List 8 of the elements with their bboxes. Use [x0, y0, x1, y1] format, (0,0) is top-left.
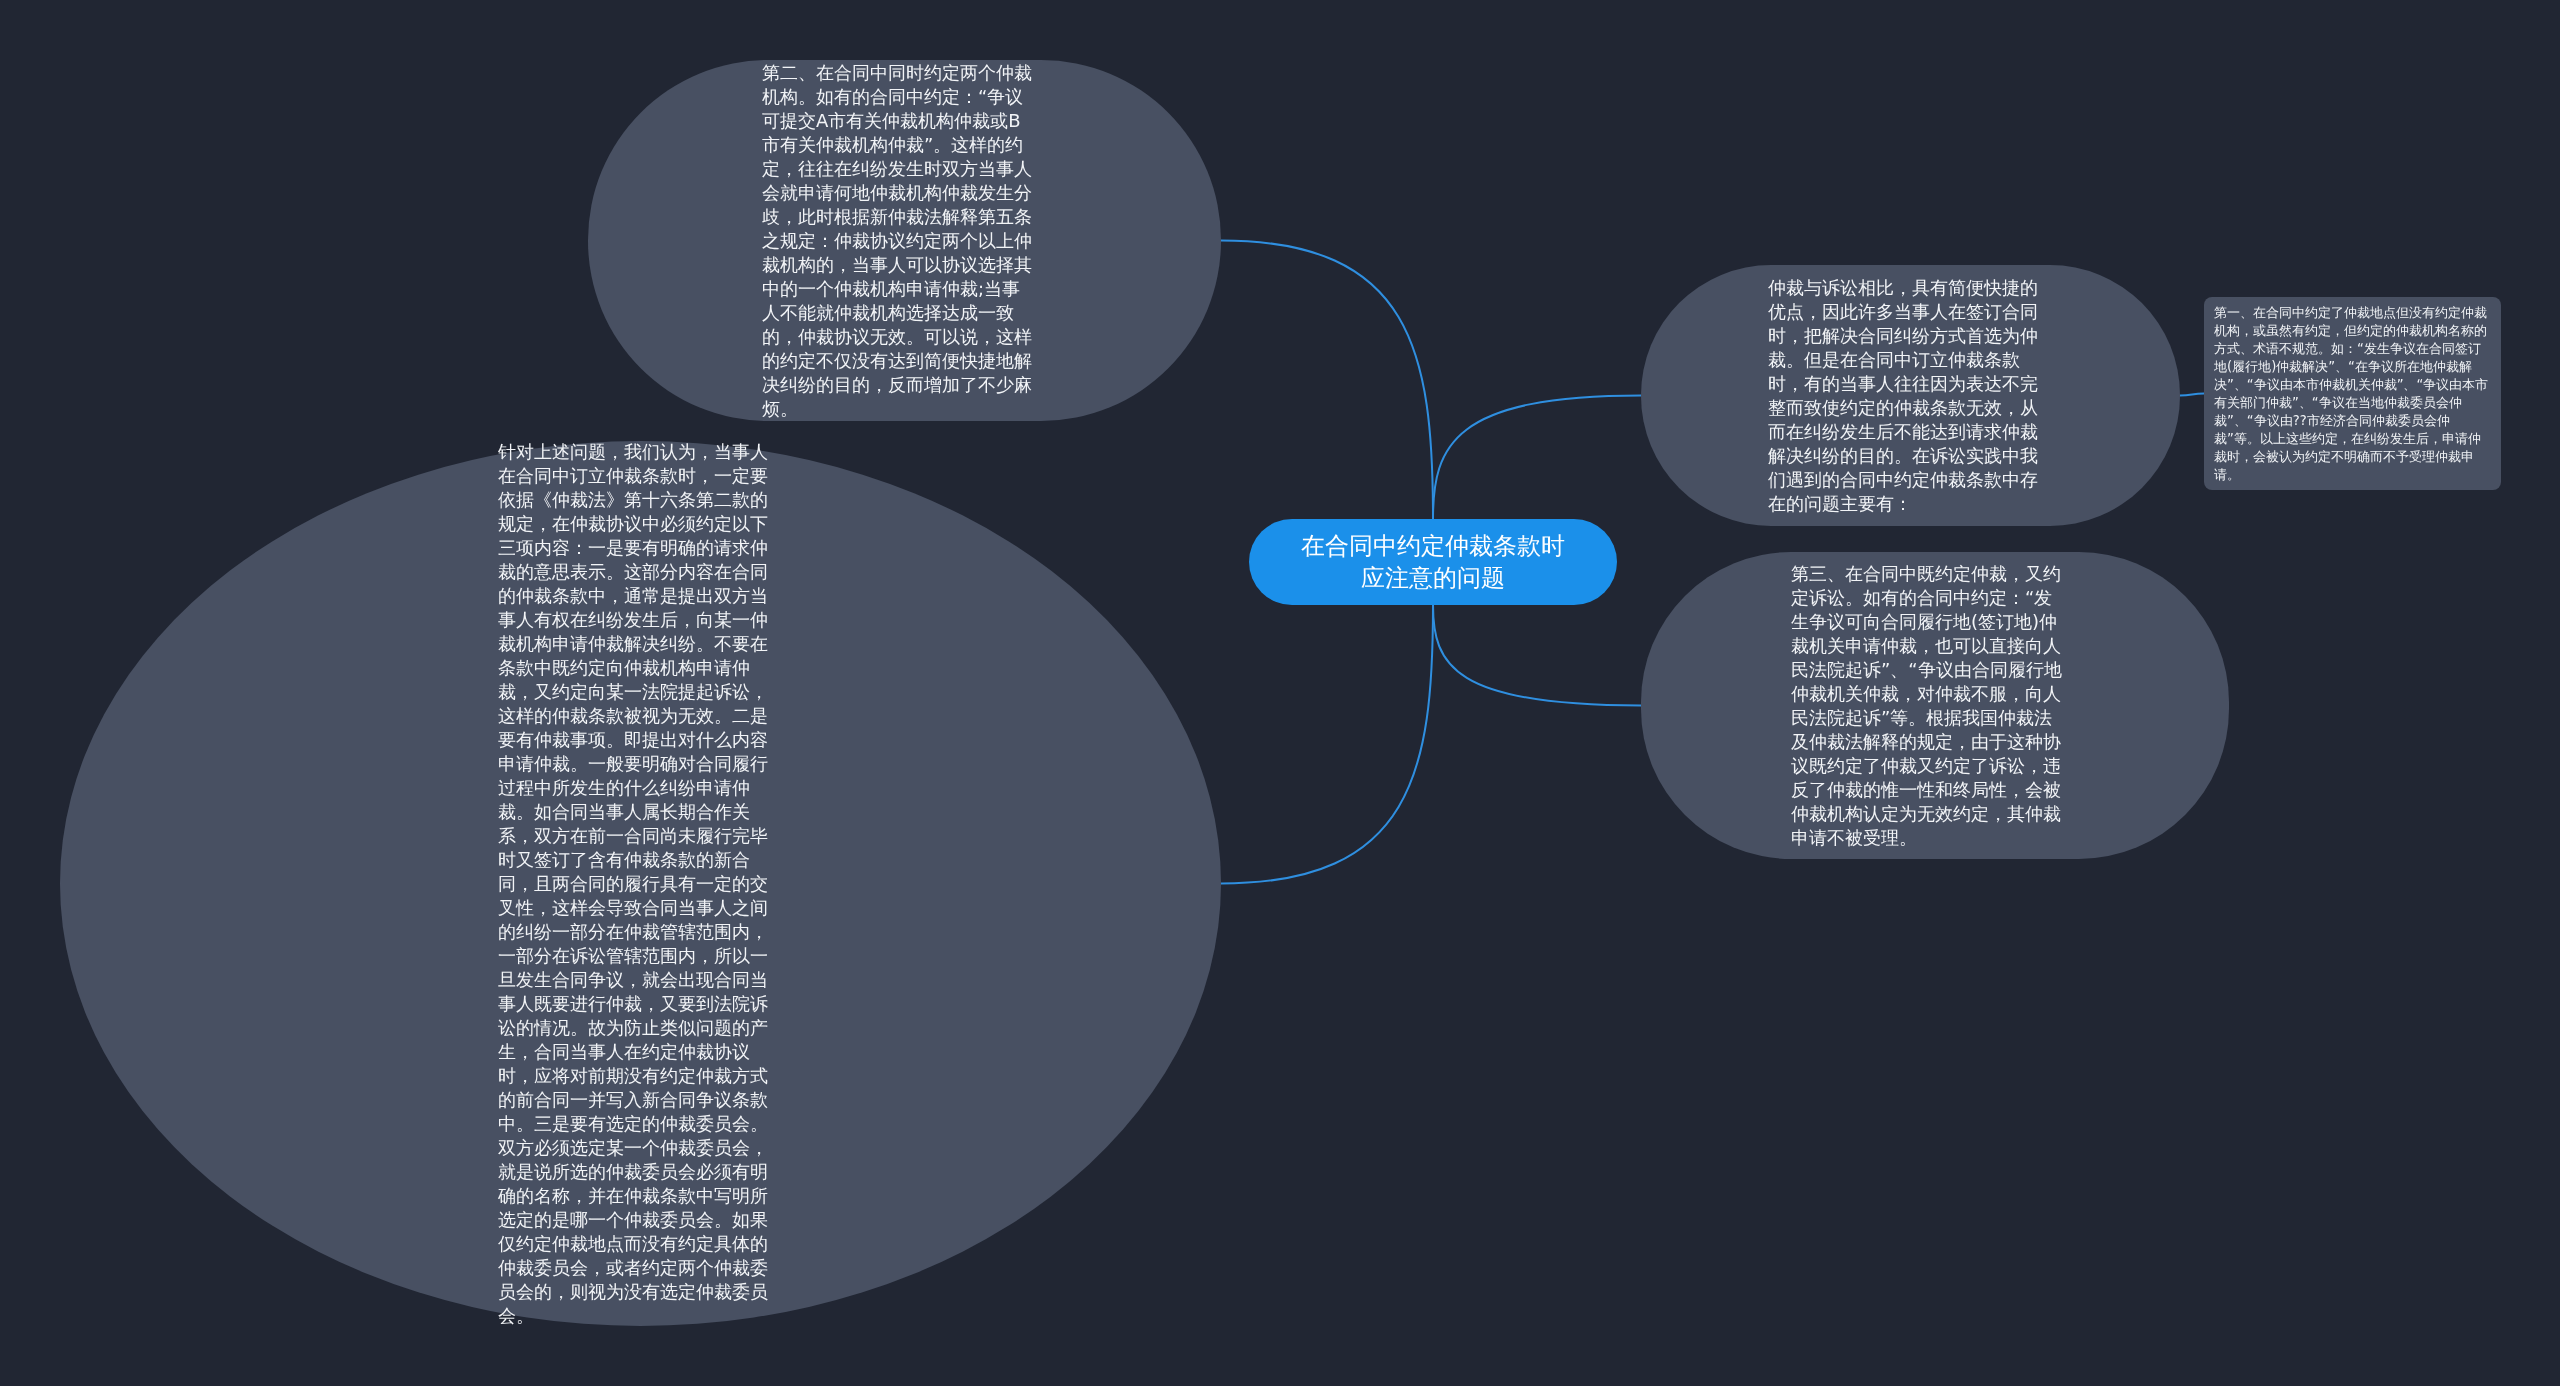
topic-text: 第二、在合同中同时约定两个仲裁机构。如有的合同中约定：“争议可提交A市有关仲裁机构仲裁或B市有关仲裁机构仲裁”。这样的约定，往往在纠纷发生时双方当事人会就申请何地仲裁机构仲裁发生分歧，此时根据新仲裁法解释第五条之规定：仲裁协议约定两个以上仲裁机构的，当事人可以协议选择其中的一个仲裁机构申请仲裁;当事人不能就仲裁机构选择达成一致的，仲裁协议无效。可以说，这样的约定不仅没有达到简便快捷地解决纠纷的目的，反而增加了不少麻烦。 [762, 61, 1033, 421]
connector-line [1432, 604, 1642, 707]
subtopic-text: 第一、在合同中约定了仲裁地点但没有约定仲裁机构，或虽然有约定，但约定的仲裁机构名称的方式、术语不规范。如：“发生争议在合同签订地(履行地)仲裁解决”、“在争议所在地仲裁解决”、“争议由本市仲裁机关仲裁”、“争议由本市有关部门仲裁”、“争议在当地仲裁委员会仲裁”、“争议由??市经济合同仲裁委员会仲裁”等。以上这些约定，在纠纷发生后，申请仲裁时，会被认为约定不明确而不予受理仲裁申请。 [2214, 304, 2490, 484]
topic-text: 仲裁与诉讼相比，具有简便快捷的优点，因此许多当事人在签订合同时，把解决合同纠纷方式首选为仲裁。但是在合同中订立仲裁条款时，有的当事人往往因为表达不完整而致使约定的仲裁条款无效，从而在纠纷发生后不能达到请求仲裁解决纠纷的目的。在诉讼实践中我们遇到的合同中约定仲裁条款中存在的问题主要有： [1768, 276, 2039, 516]
topic-text: 针对上述问题，我们认为，当事人在合同中订立仲裁条款时，一定要依据《仲裁法》第十六条第二款的规定，在仲裁协议中必须约定以下三项内容：一是要有明确的请求仲裁的意思表示。这部分内容在合同的仲裁条款中，通常是提出双方当事人有权在纠纷发生后，向某一仲裁机构申请仲裁解决纠纷。不要在条款中既约定向仲裁机构申请仲裁，又约定向某一法院提起诉讼，这样的仲裁条款被视为无效。二是要有仲裁事项。即提出对什么内容申请仲裁。一般要明确对合同履行过程中所发生的什么纠纷申请仲裁。如合同当事人属长期合作关系，双方在前一合同尚未履行完毕时又签订了含有仲裁条款的新合同，且两合同的履行具有一定的交叉性，这样会导致合同当事人之间的纠纷一部分在仲裁管辖范围内，一部分在诉讼管辖范围内，所以一旦发生合同争议，就会出现合同当事人既要进行仲裁，又要到法院诉讼的情况。故为防止类似问题的产生，合同当事人在约定仲裁协议时，应将对前期没有约定仲裁方式的前合同一并写入新合同争议条款中。三是要有选定的仲裁委员会。双方必须选定某一个仲裁委员会，就是说所选的仲裁委员会必须有明确的名称，并在仲裁条款中写明所选定的是哪一个仲裁委员会。如果仅约定仲裁地点而没有约定具体的仲裁委员会，或者约定两个仲裁委员会的，则视为没有选定仲裁委员会。 [498, 440, 769, 1328]
connector-line [2179, 392, 2205, 397]
topic-text: 第三、在合同中既约定仲裁，又约定诉讼。如有的合同中约定：“发生争议可向合同履行地(签订地)仲裁机关申请仲裁，也可以直接向人民法院起诉”、“争议由合同履行地仲裁机关仲裁，对仲裁不服，向人民法院起诉”等。根据我国仲裁法及仲裁法解释的规定，由于这种协议既约定了仲裁又约定了诉讼，违反了仲裁的惟一性和终局性，会被仲裁机构认定为无效约定，其仲裁申请不被受理。 [1791, 562, 2063, 850]
central-topic-text: 在合同中约定仲裁条款时应注意的问题 [1301, 531, 1565, 594]
